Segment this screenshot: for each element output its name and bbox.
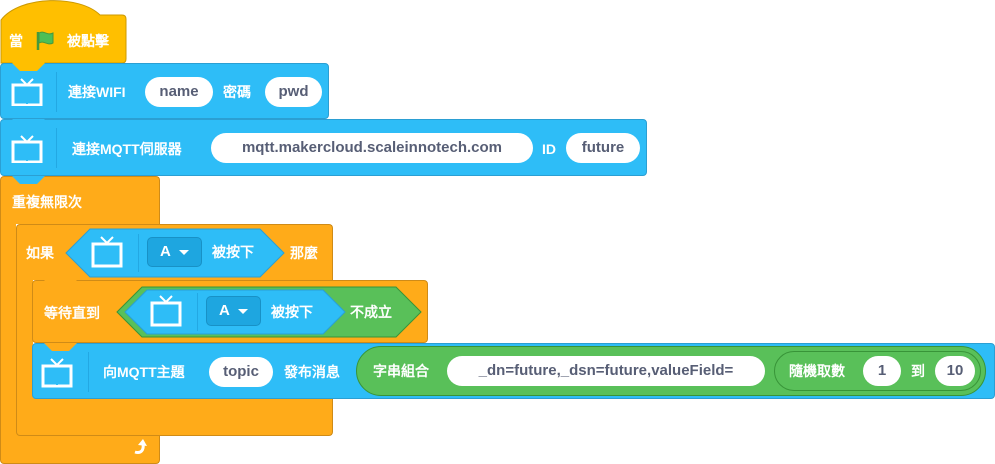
random-number-reporter[interactable]: 隨機取數 1 到 10 (774, 351, 981, 391)
tv-icon (11, 78, 43, 106)
separator (56, 72, 57, 112)
tv-icon (41, 358, 73, 388)
password-label: 密碼 (223, 84, 251, 100)
wifi-name-input[interactable]: name (145, 77, 213, 107)
separator (56, 128, 57, 168)
random-label: 隨機取數 (789, 363, 845, 379)
connect-wifi-block[interactable]: 連接WIFI name 密碼 pwd (0, 63, 329, 119)
pressed-label: 被按下 (212, 244, 254, 260)
if-bottom (16, 398, 333, 436)
connect-wifi-label: 連接WIFI (68, 84, 126, 100)
topic-input[interactable]: topic (209, 357, 273, 387)
forever-bottom (0, 432, 160, 464)
connect-mqtt-label: 連接MQTT伺服器 (72, 141, 182, 157)
join-text-input[interactable]: _dn=future,_dsn=future,valueField= (447, 356, 765, 386)
publish-topic-label: 向MQTT主題 (103, 364, 185, 380)
button-value: A (219, 302, 230, 319)
pressed-label: 被按下 (271, 304, 313, 320)
forever-label: 重複無限次 (12, 194, 82, 210)
id-label: ID (542, 141, 556, 157)
then-label: 那麼 (290, 245, 318, 261)
forever-arm (0, 223, 16, 433)
wifi-password-input[interactable]: pwd (265, 77, 322, 107)
wait-button-dropdown[interactable]: A (206, 296, 261, 326)
random-to-input[interactable]: 10 (935, 356, 975, 386)
if-label: 如果 (26, 245, 54, 261)
when-label: 當 (9, 33, 23, 49)
notch (12, 63, 45, 71)
clicked-label: 被點擊 (67, 33, 109, 49)
publish-message-label: 發布消息 (284, 364, 340, 380)
hat-block-shape (0, 0, 127, 70)
not-label: 不成立 (350, 304, 392, 320)
if-button-dropdown[interactable]: A (147, 237, 202, 267)
mqtt-id-input[interactable]: future (566, 133, 640, 163)
green-flag-icon (36, 31, 54, 50)
caret-down-icon (238, 309, 248, 314)
join-strings-reporter[interactable]: 字串組合 _dn=future,_dsn=future,valueField= … (356, 346, 986, 396)
tv-icon (91, 236, 123, 268)
notch (12, 176, 45, 184)
tv-icon (11, 135, 43, 163)
separator (197, 293, 198, 331)
mqtt-server-input[interactable]: mqtt.makercloud.scaleinnotech.com (211, 133, 533, 163)
separator (138, 234, 139, 272)
to-label: 到 (911, 363, 925, 379)
loop-arrow-icon (134, 439, 147, 454)
notch (12, 119, 45, 127)
caret-down-icon (179, 250, 189, 255)
tv-icon (150, 295, 182, 327)
button-value: A (160, 243, 171, 260)
random-from-input[interactable]: 1 (863, 356, 901, 386)
connect-mqtt-block[interactable]: 連接MQTT伺服器 mqtt.makercloud.scaleinnotech.… (0, 119, 647, 176)
separator (88, 352, 89, 392)
notch (44, 343, 77, 351)
wait-until-label: 等待直到 (44, 305, 100, 321)
join-label: 字串組合 (373, 363, 429, 379)
if-arm (16, 279, 33, 399)
notch (44, 280, 77, 288)
